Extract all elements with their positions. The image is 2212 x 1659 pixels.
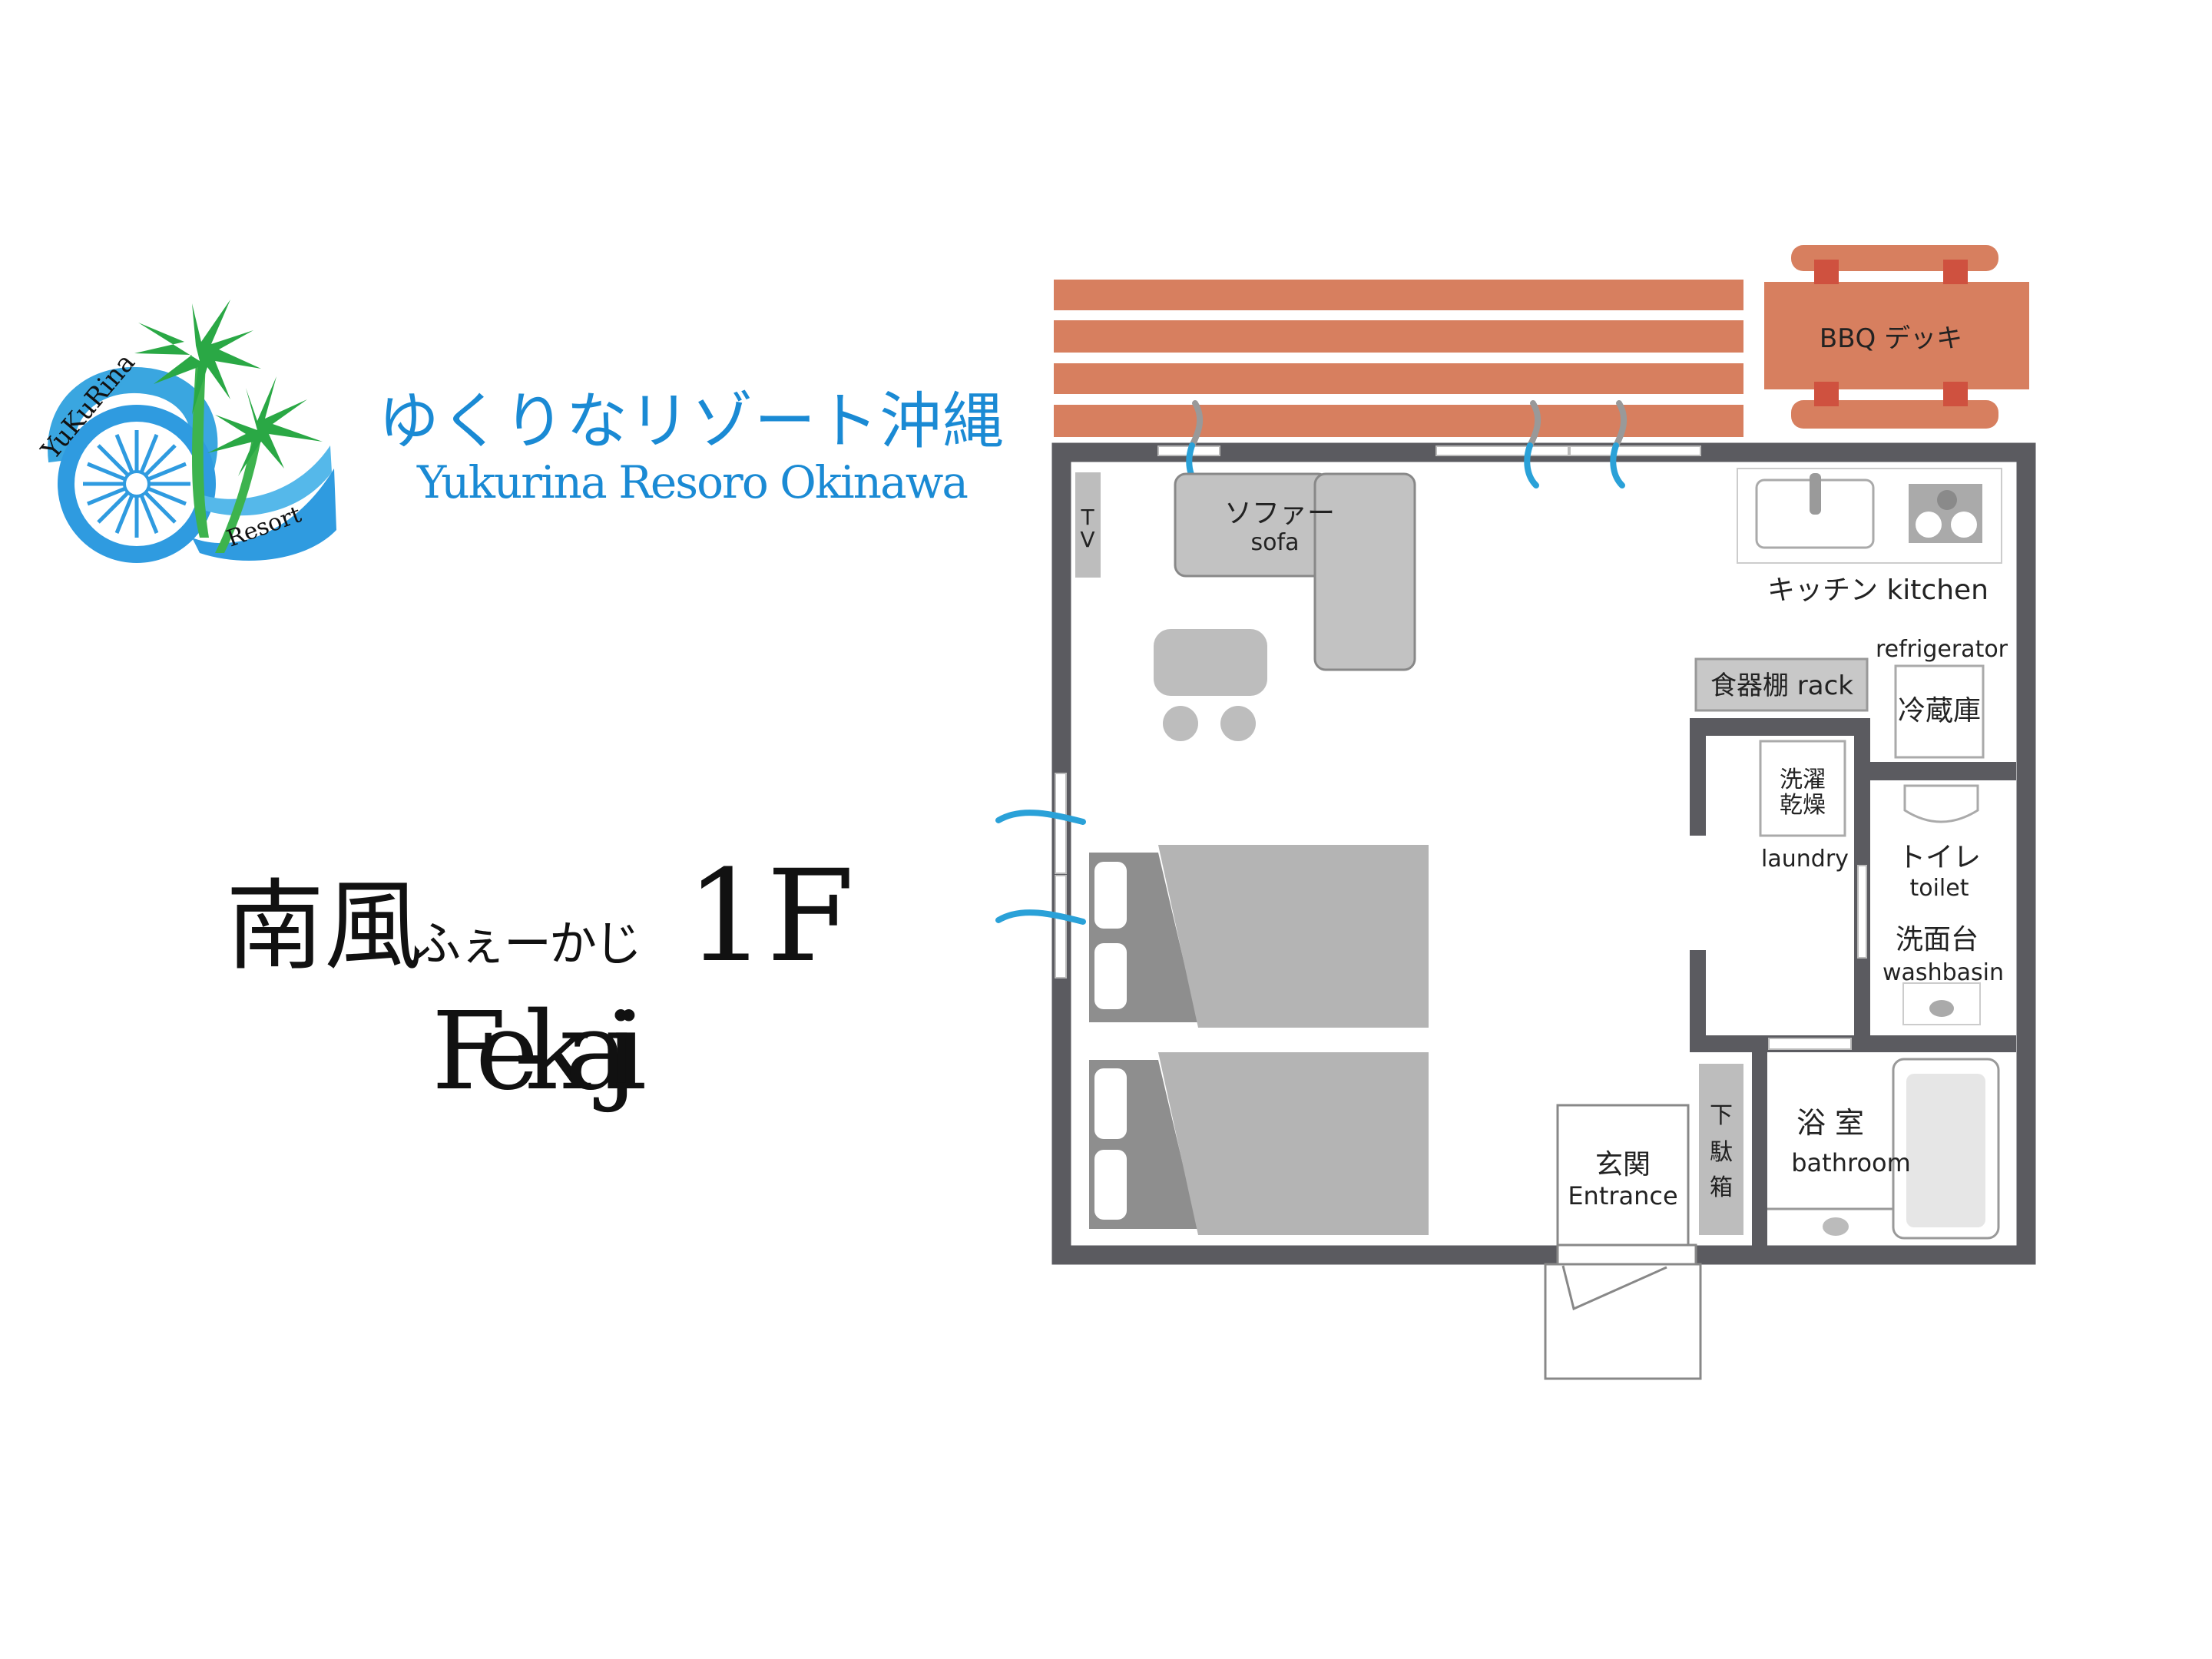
sofa-label-en: sofa (1251, 529, 1300, 556)
room-name-kana: ふぇーかじ (413, 916, 642, 972)
floor-plan: BBQ デッキ (995, 245, 2036, 1380)
entry-porch (1544, 1263, 1702, 1380)
refrigerator (1894, 664, 1985, 759)
laundry-label-en: laundry (1761, 846, 1849, 873)
bbq-table: BBQ デッキ (1764, 245, 2029, 429)
bathroom-door (1768, 1038, 1852, 1050)
toilet-icon (1903, 784, 1979, 823)
rack-label: 食器棚 rack (1710, 671, 1853, 701)
bbq-deck-label: BBQ デッキ (1820, 323, 1962, 354)
floor-label: 1F (686, 843, 854, 990)
shoe-rack-label: 駄 (1710, 1139, 1733, 1166)
room-title: 南風 ふぇーかじ 1F Fe-kaji (226, 843, 854, 1114)
entrance-label-jp: 玄関 (1595, 1149, 1651, 1181)
wind-icon (995, 400, 1628, 925)
door-sill (1556, 1243, 1697, 1266)
entrance (1556, 1104, 1690, 1247)
washbasin-label-jp: 洗面台 (1896, 924, 1979, 955)
logo: YuKuRina Resort ゆくりなリゾート沖縄 Yukurina Reso… (35, 300, 1004, 563)
laundry-door (1857, 865, 1867, 959)
door-swing-icon (1561, 1265, 1667, 1311)
dish-rack (1694, 657, 1869, 712)
tv (1075, 472, 1101, 578)
dining-table (1154, 629, 1267, 741)
bathroom-label-en: bathroom (1791, 1148, 1911, 1177)
entrance-label-en: Entrance (1568, 1181, 1677, 1210)
refrigerator-label-en: refrigerator (1876, 636, 2008, 663)
refrigerator-label-jp: 冷蔵庫 (1898, 695, 1981, 727)
wooden-deck (1054, 280, 1743, 437)
shoe-rack (1699, 1064, 1743, 1235)
room-name-kanji: 南風 (226, 869, 422, 984)
room-name-romaji: Fe-kaji (432, 989, 647, 1114)
logo-name-en: Yukurina Resoro Okinawa (416, 456, 969, 508)
tv-label: V (1080, 527, 1094, 552)
laundry-label-jp: 乾燥 (1780, 792, 1826, 819)
palm-tree-icon (134, 300, 323, 553)
tv-label: T (1080, 505, 1094, 530)
wave-icon (192, 469, 336, 561)
shoe-rack-label: 下 (1710, 1102, 1733, 1129)
kitchen-counter (1737, 468, 2002, 564)
bathroom-label-jp: 浴 室 (1796, 1106, 1864, 1140)
logo-name-jp: ゆくりなリゾート沖縄 (378, 386, 1004, 457)
faucet-icon (1810, 473, 1821, 515)
sofa: ソファー sofa (1174, 472, 1416, 671)
shoe-rack-label: 箱 (1710, 1174, 1733, 1201)
drain-icon (1823, 1217, 1849, 1236)
kitchen-label: キッチン kitchen (1767, 575, 1988, 606)
logo-emblem: YuKuRina Resort (35, 300, 336, 563)
bed (1089, 845, 1429, 1028)
toilet-label-jp: トイレ (1898, 842, 1981, 873)
bed (1089, 1052, 1429, 1235)
sofa-label-jp: ソファー (1224, 498, 1335, 529)
laundry-label-jp: 洗濯 (1780, 767, 1826, 793)
toilet-label-en: toilet (1909, 875, 1969, 902)
washbasin-label-en: washbasin (1883, 959, 2004, 986)
washer-dryer (1759, 740, 1846, 837)
